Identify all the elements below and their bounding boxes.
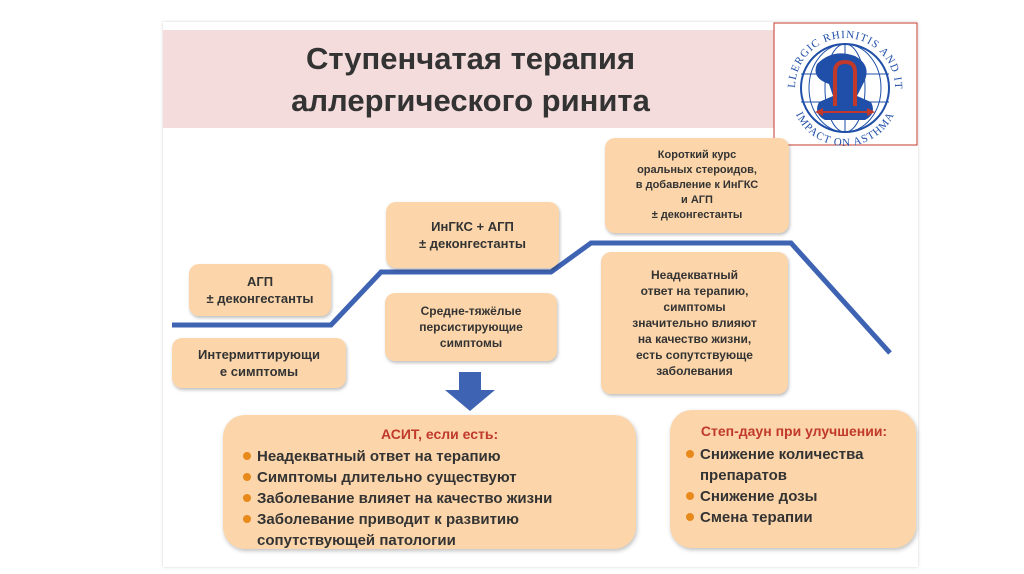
asit-item-2: Заболевание влияет на качество жизни <box>241 488 622 509</box>
step2-box: ИнГКС + АГП ± деконгестанты <box>386 202 559 268</box>
inadequate-box: Неадекватный ответ на терапию, симптомы … <box>601 252 788 394</box>
stepdown-title: Степ-даун при улучшении: <box>700 423 888 439</box>
title-band <box>163 30 778 128</box>
stepdown-item-0: Снижение количества препаратов <box>684 444 904 486</box>
inadequate-line-1: ответ на терапию, <box>640 284 749 298</box>
stepdown-item-2: Смена терапии <box>684 507 904 528</box>
inadequate-line-2: симптомы <box>663 300 726 314</box>
asit-list: Неадекватный ответ на терапию Симптомы д… <box>241 446 622 551</box>
down-arrow-icon <box>445 372 495 411</box>
stepdown-item-1: Снижение дозы <box>684 486 904 507</box>
inadequate-line-4: на качество жизни, <box>637 332 752 346</box>
asit-box: АСИТ, если есть: Неадекватный ответ на т… <box>223 415 636 549</box>
intermittent-box: Интермиттирующи е симптомы <box>172 338 346 388</box>
title-line-1: Ступенчатая терапия <box>305 41 636 76</box>
step1-box: АГП ± деконгестанты <box>189 264 331 316</box>
persistent-line-0: Средне-тяжёлые <box>420 304 522 318</box>
step3-box: Короткий курс оральных стероидов, в доба… <box>605 138 789 233</box>
stepdown-box: Степ-даун при улучшении: Снижение количе… <box>670 410 916 548</box>
inadequate-line-5: есть сопутствующе <box>636 348 753 362</box>
step2-line2: ± деконгестанты <box>419 236 526 251</box>
inadequate-line-3: значительно влияют <box>632 316 757 330</box>
title-line-2: аллергического ринита <box>291 83 650 118</box>
step3-line-4: ± деконгестанты <box>651 209 743 221</box>
persistent-box: Средне-тяжёлые персистирующие симптомы <box>385 293 557 361</box>
persistent-line-1: персистирующие <box>419 320 523 334</box>
step3-line-1: оральных стероидов, <box>637 164 757 176</box>
intermittent-line-1: е симптомы <box>219 364 299 379</box>
stepdown-list: Снижение количества препаратов Снижение … <box>684 444 904 528</box>
asit-item-1: Симптомы длительно существуют <box>241 467 622 488</box>
step1-line2: ± деконгестанты <box>206 291 314 306</box>
step2-line1: ИнГКС + АГП <box>431 219 514 234</box>
inadequate-line-0: Неадекватный <box>651 268 738 282</box>
step3-line-2: в добавление к ИнГКС <box>635 179 759 191</box>
step3-line-3: и АГП <box>681 194 713 206</box>
step1-line1: АГП <box>246 274 274 289</box>
slide-title: Ступенчатая терапия аллергического ринит… <box>163 38 778 122</box>
persistent-line-2: симптомы <box>439 336 503 350</box>
intermittent-line-0: Интермиттирующи <box>198 347 320 362</box>
asit-item-3: Заболевание приводит к развитию сопутств… <box>241 509 622 551</box>
step3-line-0: Короткий курс <box>657 149 737 161</box>
inadequate-line-6: заболевания <box>656 364 733 378</box>
asit-item-0: Неадекватный ответ на терапию <box>241 446 622 467</box>
aria-logo-icon: ALLERGIC RHINITIS AND ITS IMPACT ON ASTH… <box>773 22 918 146</box>
asit-title: АСИТ, если есть: <box>381 426 499 442</box>
